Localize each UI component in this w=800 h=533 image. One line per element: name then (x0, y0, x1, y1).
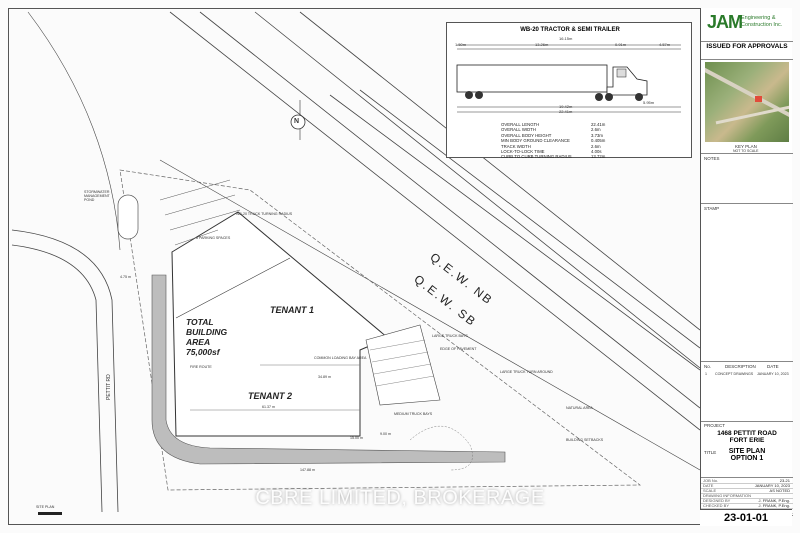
tenant-2-label: TENANT 2 (248, 391, 293, 401)
total-building-area: TOTAL BUILDING AREA 75,000sf (186, 317, 228, 357)
dim-bottom-2: 19.42m (559, 104, 573, 109)
truck-drawing (456, 44, 681, 113)
note-natural-area: NATURAL AREA (566, 406, 593, 410)
dim-bottom-3: 22.41m (559, 109, 573, 114)
note-building-setbacks: BUILDING SETBACKS (566, 438, 604, 442)
dim-top-2: 13.26m (535, 42, 549, 47)
note-stormwater: STORMWATER MANAGEMENT POND (84, 190, 110, 202)
key-plan-map (705, 62, 789, 142)
project-city: FORT ERIE (729, 437, 765, 444)
dim-top-3: 0.91m (615, 42, 627, 47)
note-parking-spaces: 6 PARKING SPACES (196, 236, 231, 240)
pettit-road-label: PETTIT RD (106, 374, 112, 400)
project-info: PROJECT 1468 PETTIT ROAD FORT ERIE TITLE… (701, 422, 793, 478)
key-plan: KEY PLAN NOT TO SCALE (701, 60, 793, 154)
stamp-label: STAMP (704, 206, 720, 211)
key-plan-sub: NOT TO SCALE (733, 149, 759, 153)
note-fire-route: FIRE ROUTE (190, 365, 212, 369)
large-truck-bays (365, 324, 441, 406)
meta-row: DRAWING INFORMATION (701, 493, 793, 499)
note-large-truck-bays: LARGE TRUCK BAYS (432, 334, 468, 338)
stormwater-pond (117, 194, 139, 240)
site-plan-drawing (11, 11, 700, 515)
dim-4: 4.75 m (120, 275, 131, 279)
notes-label: NOTES (704, 156, 720, 161)
meta-row: JOB No.23-21 (701, 478, 793, 484)
project-address: 1468 PETTIT ROAD (717, 430, 777, 437)
brokerage-watermark: CBRE LIMITED, BROKERAGE (255, 487, 545, 509)
dim-15: 15.00 m (350, 436, 363, 440)
dim-147: 147.88 m (300, 468, 315, 472)
note-common-loading: COMMON LOADING BAY AREA (314, 356, 367, 360)
dim-61: 61.37 m (262, 405, 275, 409)
notes-box: NOTES (701, 154, 793, 204)
paved-drive (151, 274, 506, 465)
title-block: JAM Engineering & Construction Inc. ISSU… (700, 8, 793, 525)
note-large-truck-turn: LARGE TRUCK TURN AROUND (500, 370, 553, 374)
truck-detail-box: WB-20 TRACTOR & SEMI TRAILER 16.15m 1.50… (446, 22, 692, 160)
truck-title: WB-20 TRACTOR & SEMI TRAILER (520, 27, 620, 33)
tenant-1-label: TENANT 1 (270, 305, 315, 315)
dim-top-1: 1.50m (455, 42, 467, 47)
qew-highway-lines (159, 11, 700, 471)
north-arrow (290, 100, 306, 140)
upper-parking (159, 179, 241, 246)
scale-bar (38, 512, 62, 515)
dim-top-overall: 16.15m (559, 36, 573, 41)
logo-text: JAM (707, 12, 743, 32)
company-logo: JAM Engineering & Construction Inc. (701, 8, 793, 42)
dim-34: 34.89 m (318, 375, 331, 379)
scale-label: SITE PLAN (36, 505, 55, 509)
site-marker-icon (755, 96, 762, 102)
note-medium-truck-bays: MEDIUM TRUCK BAYS (394, 412, 433, 416)
drawing-option: OPTION 1 (730, 455, 764, 462)
revision-table: No. DESCRIPTION DATE 1 CONCEPT DRAWINGS … (701, 362, 793, 422)
note-wb20-radius: WB-20 TRUCK TURNING RADIUS (236, 212, 293, 216)
note-edge-of-pavement: EDGE OF PAVEMENT (440, 347, 477, 351)
drawing-title: SITE PLAN (728, 448, 766, 455)
logo-subtext: Engineering & Construction Inc. (741, 15, 783, 28)
dim-top-4: 4.57m (659, 42, 671, 47)
building-outline (171, 211, 389, 437)
sheet-number: 23-01-01 (700, 509, 792, 526)
truck-turning-path (409, 425, 473, 471)
pettit-road-lines (11, 11, 121, 513)
stamp-box: STAMP (701, 204, 793, 362)
dim-bottom-1: 5.95m (643, 100, 655, 105)
key-plan-label: KEY PLAN (735, 144, 757, 149)
dim-9: 9.00 m (380, 432, 391, 436)
issued-status: ISSUED FOR APPROVALS (701, 42, 793, 60)
north-label: N (294, 118, 300, 125)
